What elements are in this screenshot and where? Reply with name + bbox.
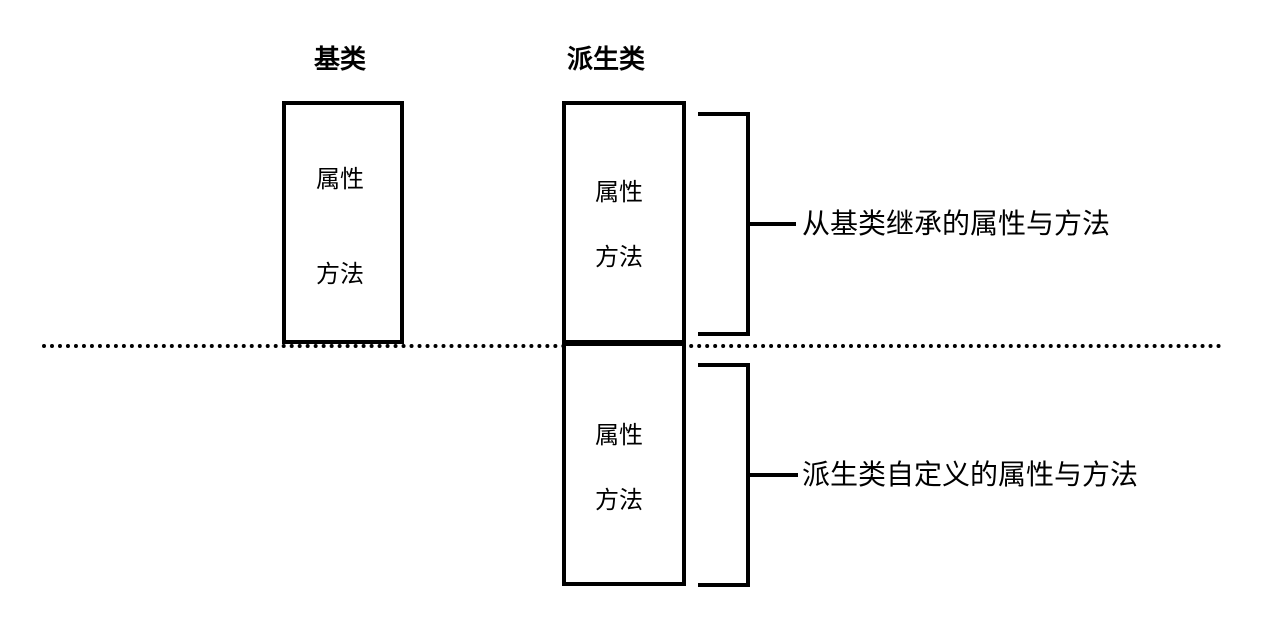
derived-class-title: 派生类: [567, 45, 646, 75]
derived-inherited-attributes-label: 属性: [595, 178, 643, 206]
derived-custom-attributes-label: 属性: [595, 421, 643, 449]
derived-inherited-methods-label: 方法: [595, 243, 643, 271]
custom-connector: [748, 473, 798, 477]
derived-inherited-box: [562, 101, 686, 344]
custom-bracket: [698, 363, 750, 587]
base-class-box: [282, 101, 404, 344]
base-class-title: 基类: [314, 45, 367, 75]
base-class-methods-label: 方法: [316, 260, 364, 288]
custom-annotation: 派生类自定义的属性与方法: [802, 458, 1139, 491]
inherited-annotation: 从基类继承的属性与方法: [802, 207, 1111, 240]
inherited-connector: [748, 222, 796, 226]
base-class-attributes-label: 属性: [316, 165, 364, 193]
inherited-bracket: [698, 112, 750, 336]
derived-custom-box: [562, 342, 686, 586]
derived-custom-methods-label: 方法: [595, 486, 643, 514]
